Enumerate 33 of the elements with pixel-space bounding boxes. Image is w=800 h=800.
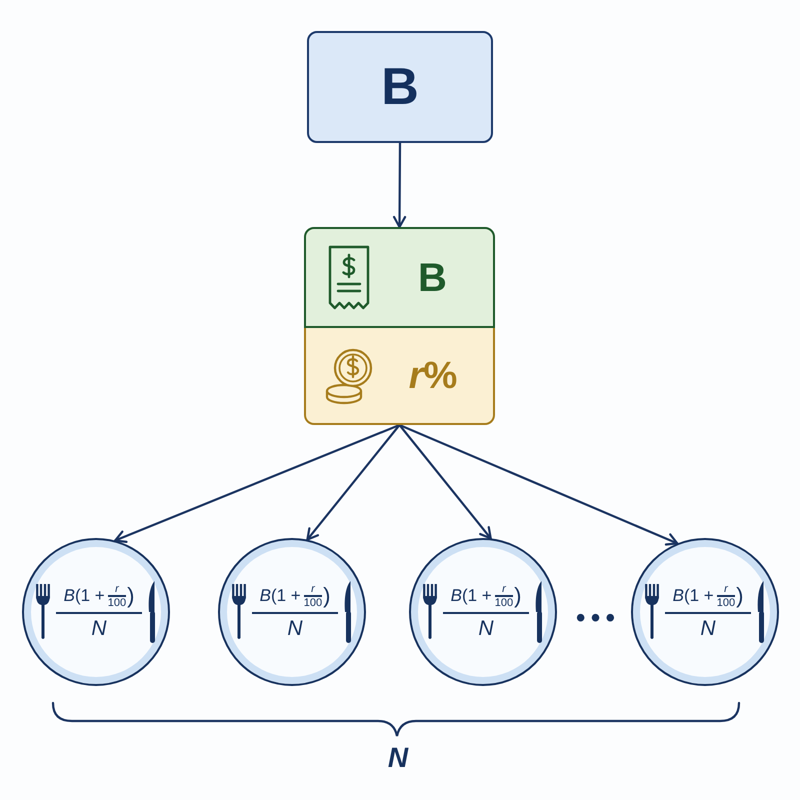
variable-label: B bbox=[381, 57, 419, 117]
formula-text: ) bbox=[514, 583, 522, 609]
process-box bbox=[307, 31, 493, 143]
arrow bbox=[398, 424, 492, 540]
formula-denominator: N bbox=[478, 617, 494, 641]
bill-panel bbox=[304, 227, 495, 328]
variable-label: B bbox=[418, 254, 447, 300]
count-label: N bbox=[386, 741, 410, 775]
formula-denominator: N bbox=[91, 617, 107, 641]
formula-denominator: N bbox=[287, 617, 303, 641]
formula-text: ) bbox=[323, 583, 330, 609]
formula-text: B(1 + bbox=[672, 585, 714, 607]
fraction-numerator: r bbox=[311, 583, 315, 596]
fraction-numerator: r bbox=[724, 583, 728, 596]
formula-text: ) bbox=[736, 583, 744, 609]
arrow bbox=[398, 424, 678, 546]
formula-text: B(1 + bbox=[450, 585, 492, 607]
arrow bbox=[306, 424, 401, 541]
rate-panel bbox=[304, 328, 495, 425]
fraction-denominator: 100 bbox=[304, 596, 322, 609]
formula-text: B(1 + bbox=[64, 585, 105, 607]
formula-text: ) bbox=[127, 583, 134, 609]
ellipsis-label: ••• bbox=[574, 601, 622, 635]
arrow bbox=[392, 142, 406, 228]
formula-text: B(1 + bbox=[260, 585, 301, 607]
fraction-numerator: r bbox=[115, 583, 119, 596]
fraction-denominator: 100 bbox=[108, 596, 126, 609]
fraction-numerator: r bbox=[502, 583, 506, 596]
arrow bbox=[114, 424, 401, 543]
formula-denominator: N bbox=[700, 617, 716, 641]
variable-label: r% bbox=[408, 354, 458, 398]
fraction-denominator: 100 bbox=[494, 596, 514, 609]
fraction-denominator: 100 bbox=[716, 596, 736, 609]
